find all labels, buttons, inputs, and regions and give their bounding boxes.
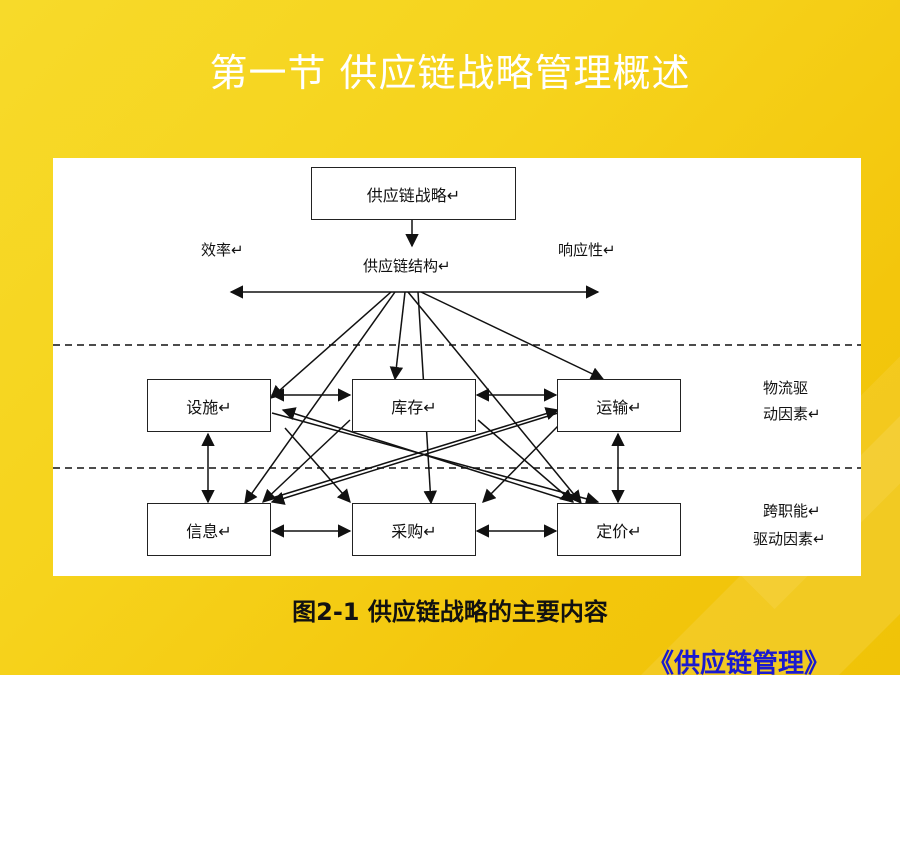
diagram-connectors: [53, 220, 861, 538]
facilities-box: 设施↵: [147, 379, 271, 432]
logistics-drivers-line1: 物流驱: [763, 379, 809, 397]
cross-functional-drivers-line1: 跨职能↵: [763, 502, 821, 520]
sourcing-box: 采购↵: [352, 503, 476, 556]
transport-to-information: [270, 412, 559, 505]
pricing-box: 定价↵: [557, 503, 681, 556]
information-box: 信息↵: [147, 503, 271, 556]
efficiency-label: 效率↵: [201, 241, 244, 259]
diagram-panel: 供应链战略↵ 供应链结构↵ 效率↵ 响应性↵ 设施↵ 库存↵ 运输↵ 信息↵ 采…: [53, 158, 861, 576]
transport-to-sourcing: [482, 425, 559, 503]
responsiveness-label: 响应性↵: [558, 241, 616, 259]
hub-to-transport: [420, 291, 605, 380]
slide-title: 第一节 供应链战略管理概述: [209, 51, 691, 95]
facilities-to-sourcing: [284, 427, 351, 504]
cross-functional-drivers-line2: 驱动因素↵: [753, 530, 826, 548]
hub-to-facilities: [269, 291, 392, 399]
logistics-drivers-line2: 动因素↵: [763, 405, 821, 423]
pricing-to-facilities: [281, 407, 574, 503]
transport-box: 运输↵: [557, 379, 681, 432]
brand-label: 《供应链管理》: [647, 649, 830, 679]
information-to-transport: [271, 407, 560, 499]
hub-to-inventory: [389, 291, 406, 381]
inventory-box: 库存↵: [352, 379, 476, 432]
structure-label: 供应链结构↵: [363, 257, 451, 275]
inventory-to-information: [262, 419, 351, 503]
inventory-to-pricing: [477, 419, 575, 503]
figure-caption: 图2-1 供应链战略的主要内容: [292, 598, 608, 626]
strategy-box: 供应链战略↵: [311, 167, 516, 220]
